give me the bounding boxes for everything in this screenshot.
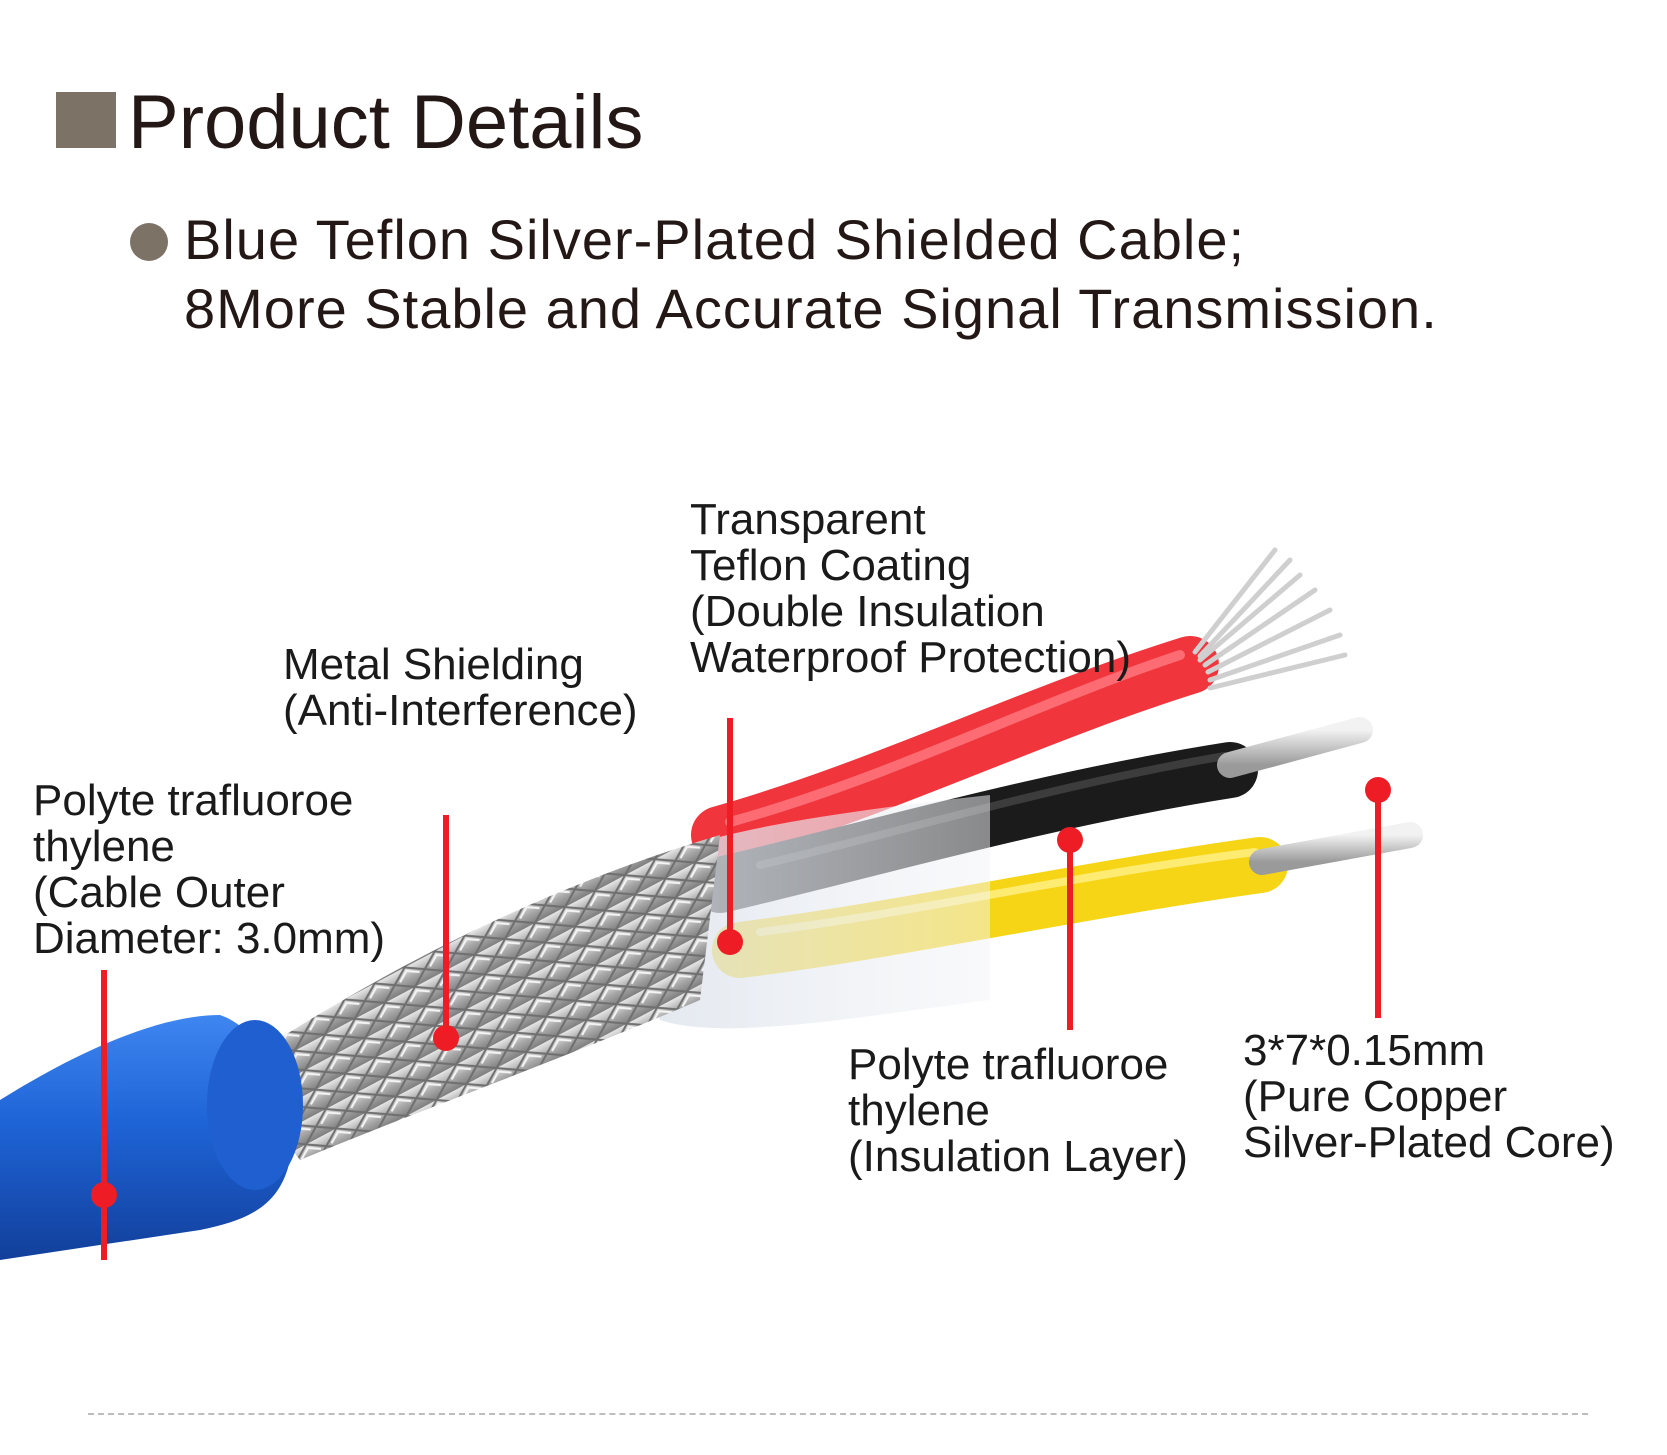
- callout-line-core: [1365, 777, 1391, 1018]
- callout-line-metal-shielding: [433, 815, 459, 1051]
- page-title: Product Details: [128, 80, 644, 165]
- dashed-divider: [88, 1413, 1588, 1415]
- subtitle-line-1: Blue Teflon Silver-Plated Shielded Cable…: [184, 208, 1246, 271]
- metal-braid-shielding: [230, 835, 720, 1160]
- bullet-dot-icon: [130, 223, 168, 261]
- subtitle-line-2: 8More Stable and Accurate Signal Transmi…: [184, 277, 1438, 340]
- red-wire: [691, 636, 1219, 864]
- callout-line-teflon-coating: [717, 718, 743, 955]
- label-insulation-layer: Polyte trafluoroe thylene (Insulation La…: [848, 1040, 1188, 1181]
- callout-line-outer-jacket: [91, 970, 117, 1260]
- red-wire-strands: [1192, 547, 1348, 691]
- title-accent-square: [56, 92, 116, 148]
- cable-cross-section-illustration: [0, 547, 1423, 1260]
- callout-line-insulation-layer: [1057, 827, 1083, 1030]
- label-outer-jacket: Polyte trafluoroe thylene (Cable Outer D…: [33, 776, 386, 963]
- blue-jacket-end: [207, 1020, 303, 1190]
- label-core: 3*7*0.15mm (Pure Copper Silver-Plated Co…: [1243, 1026, 1615, 1167]
- label-metal-shielding: Metal Shielding (Anti-Interference): [283, 640, 638, 735]
- label-teflon-coating: Transparent Teflon Coating (Double Insul…: [690, 495, 1131, 682]
